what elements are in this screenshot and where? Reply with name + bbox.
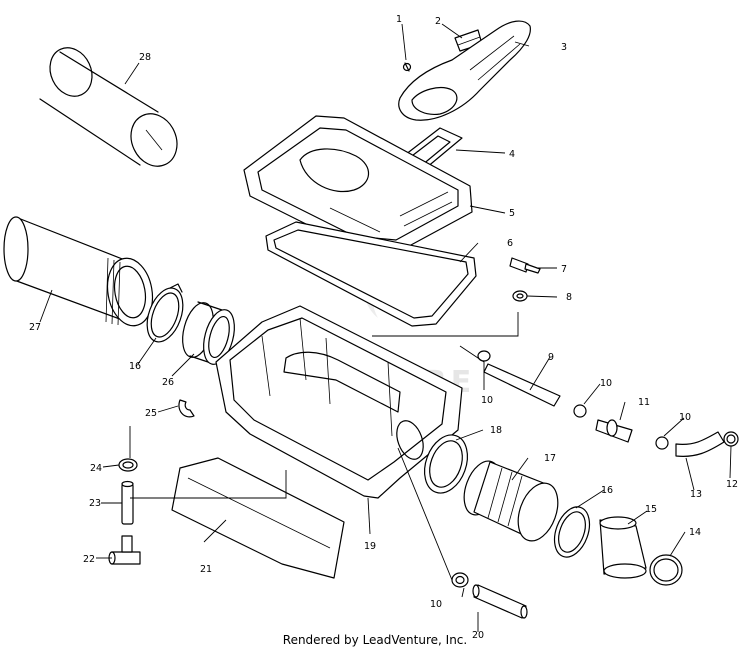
callout-13: 13 xyxy=(690,489,702,500)
part-21-panel[interactable] xyxy=(171,457,345,579)
callout-17: 17 xyxy=(544,453,556,464)
part-18-gasket[interactable] xyxy=(417,429,475,499)
part-11-check-valve[interactable] xyxy=(595,419,633,443)
part-12-clamp[interactable] xyxy=(723,431,739,447)
part-16-clamp-right[interactable] xyxy=(548,502,596,562)
part-10-clamp-2[interactable] xyxy=(573,404,587,418)
part-9-hose[interactable] xyxy=(483,363,561,407)
callout-22: 22 xyxy=(83,554,95,565)
callout-11: 11 xyxy=(638,397,650,408)
part-23-drain-tube[interactable] xyxy=(121,480,134,525)
part-20-hose[interactable] xyxy=(472,584,528,619)
callout-1: 1 xyxy=(396,14,402,25)
part-1-screw[interactable] xyxy=(402,62,412,72)
callout-3: 3 xyxy=(561,42,567,53)
callout-labels: 1 2 3 4 5 6 7 8 9 10 10 10 10 11 12 13 1… xyxy=(29,14,738,641)
callout-10-a: 10 xyxy=(481,395,493,406)
callout-6: 6 xyxy=(507,238,513,249)
part-28-prefilter-sleeve[interactable] xyxy=(39,41,185,174)
part-3-intake-duct[interactable] xyxy=(398,20,531,121)
callout-5: 5 xyxy=(509,208,515,219)
callout-26: 26 xyxy=(162,377,174,388)
part-27-air-filter-element[interactable] xyxy=(3,216,158,329)
part-10-clamp-3[interactable] xyxy=(655,436,669,450)
leader-lines xyxy=(39,23,732,632)
part-25-clip[interactable] xyxy=(178,399,195,418)
callout-7: 7 xyxy=(561,264,567,275)
callout-24: 24 xyxy=(90,463,102,474)
callout-10-d: 10 xyxy=(430,599,442,610)
part-10-clamp-1[interactable] xyxy=(477,350,491,362)
part-19-airbox-base[interactable] xyxy=(215,305,463,499)
part-5-airbox-cover[interactable] xyxy=(243,115,473,253)
callout-9: 9 xyxy=(548,352,554,363)
part-15-boot[interactable] xyxy=(599,516,647,579)
callout-23: 23 xyxy=(89,498,101,509)
callout-2: 2 xyxy=(435,16,441,27)
part-24-clamp[interactable] xyxy=(118,458,138,472)
callout-15: 15 xyxy=(645,504,657,515)
callout-14: 14 xyxy=(689,527,701,538)
callout-25: 25 xyxy=(145,408,157,419)
part-14-clamp[interactable] xyxy=(649,554,683,586)
callout-10-c: 10 xyxy=(679,412,691,423)
footer-credit: Rendered by LeadVenture, Inc. xyxy=(282,633,468,647)
callout-27: 27 xyxy=(29,322,41,333)
part-26-coupler[interactable] xyxy=(177,299,240,367)
callout-16-a: 16 xyxy=(129,361,141,372)
part-13-hose-elbow[interactable] xyxy=(675,431,725,457)
callout-4: 4 xyxy=(509,149,515,160)
part-6-seal[interactable] xyxy=(265,221,477,327)
callout-12: 12 xyxy=(726,479,738,490)
part-8-nut[interactable] xyxy=(512,290,528,302)
part-17-outlet-boot[interactable] xyxy=(457,456,565,546)
part-16-clamp-left[interactable] xyxy=(140,283,189,347)
callout-8: 8 xyxy=(566,292,572,303)
callout-19: 19 xyxy=(364,541,376,552)
part-10-clamp-4[interactable] xyxy=(451,572,469,588)
callout-16-b: 16 xyxy=(601,485,613,496)
callout-20: 20 xyxy=(472,630,484,641)
callout-10-b: 10 xyxy=(600,378,612,389)
callout-28: 28 xyxy=(139,52,151,63)
callout-18: 18 xyxy=(490,425,502,436)
part-7-bolt[interactable] xyxy=(509,257,541,274)
part-22-tee-fitting[interactable] xyxy=(108,535,141,565)
callout-21: 21 xyxy=(200,564,212,575)
